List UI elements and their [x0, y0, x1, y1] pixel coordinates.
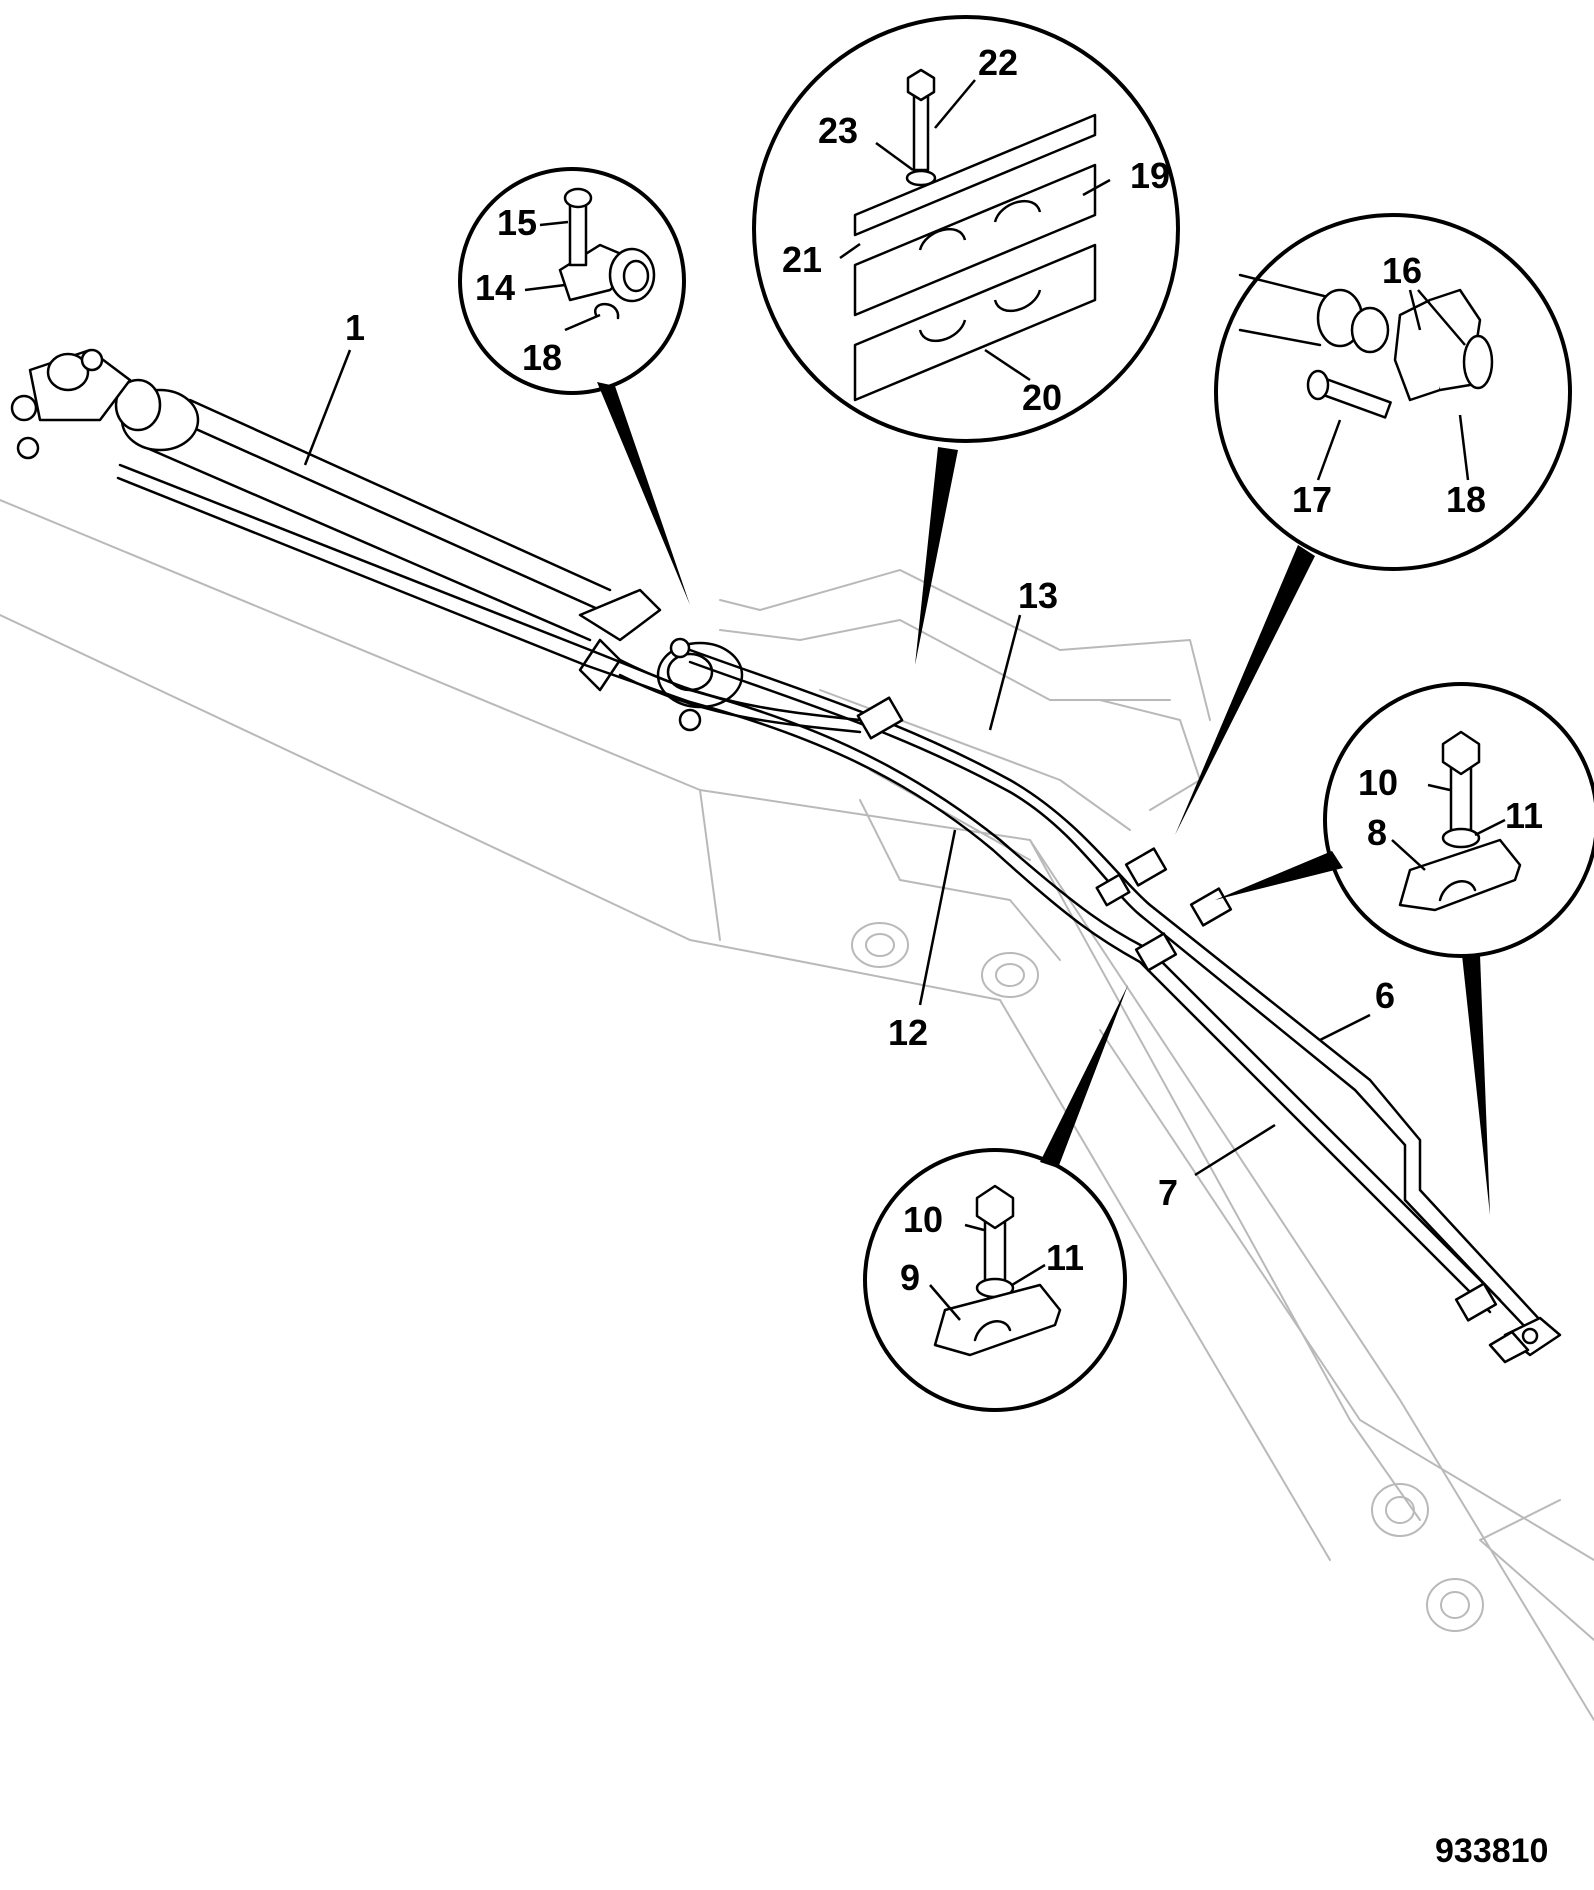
detail-pointers	[597, 382, 1490, 1215]
callout-10-upper: 10	[1358, 762, 1398, 803]
detail-circle-clamp-lower	[863, 1148, 1127, 1412]
callout-21: 21	[782, 239, 822, 280]
callout-6: 6	[1375, 975, 1395, 1016]
callout-10-lower: 10	[903, 1199, 943, 1240]
callout-1: 1	[345, 307, 365, 348]
callout-18-left: 18	[522, 337, 562, 378]
callout-11-upper: 11	[1505, 795, 1543, 836]
callout-14: 14	[475, 267, 515, 308]
detail-circle-clamp-block	[752, 15, 1180, 443]
callout-18-right: 18	[1446, 479, 1486, 520]
hydraulic-pipes	[116, 463, 1562, 1364]
detail-leader-lines	[524, 79, 1506, 1321]
callout-13: 13	[1018, 575, 1058, 616]
main-leader-lines	[303, 349, 1371, 1177]
callout-15: 15	[497, 202, 537, 243]
callout-11-lower: 11	[1046, 1237, 1084, 1278]
boom-frame-outline	[0, 499, 1594, 1721]
callout-9: 9	[900, 1257, 920, 1298]
callout-19: 19	[1130, 155, 1170, 196]
callout-20: 20	[1022, 377, 1062, 418]
callout-22: 22	[978, 42, 1018, 83]
detail-circle-pipe-bracket	[458, 167, 686, 395]
hydraulic-cylinder	[10, 348, 744, 732]
callout-16: 16	[1382, 250, 1422, 291]
figure-number: 933810	[1435, 1832, 1548, 1870]
callout-12: 12	[888, 1012, 928, 1053]
callout-labels: 1 15 14 18 22 23 19 21 20 16 17 18 13 10…	[345, 42, 1543, 1298]
detail-circle-split-flange	[1214, 213, 1572, 571]
callout-17: 17	[1292, 479, 1332, 520]
callout-23: 23	[818, 110, 858, 151]
callout-7: 7	[1158, 1172, 1178, 1213]
detail-circle-clamp-upper	[1323, 682, 1594, 958]
callout-8: 8	[1367, 812, 1387, 853]
